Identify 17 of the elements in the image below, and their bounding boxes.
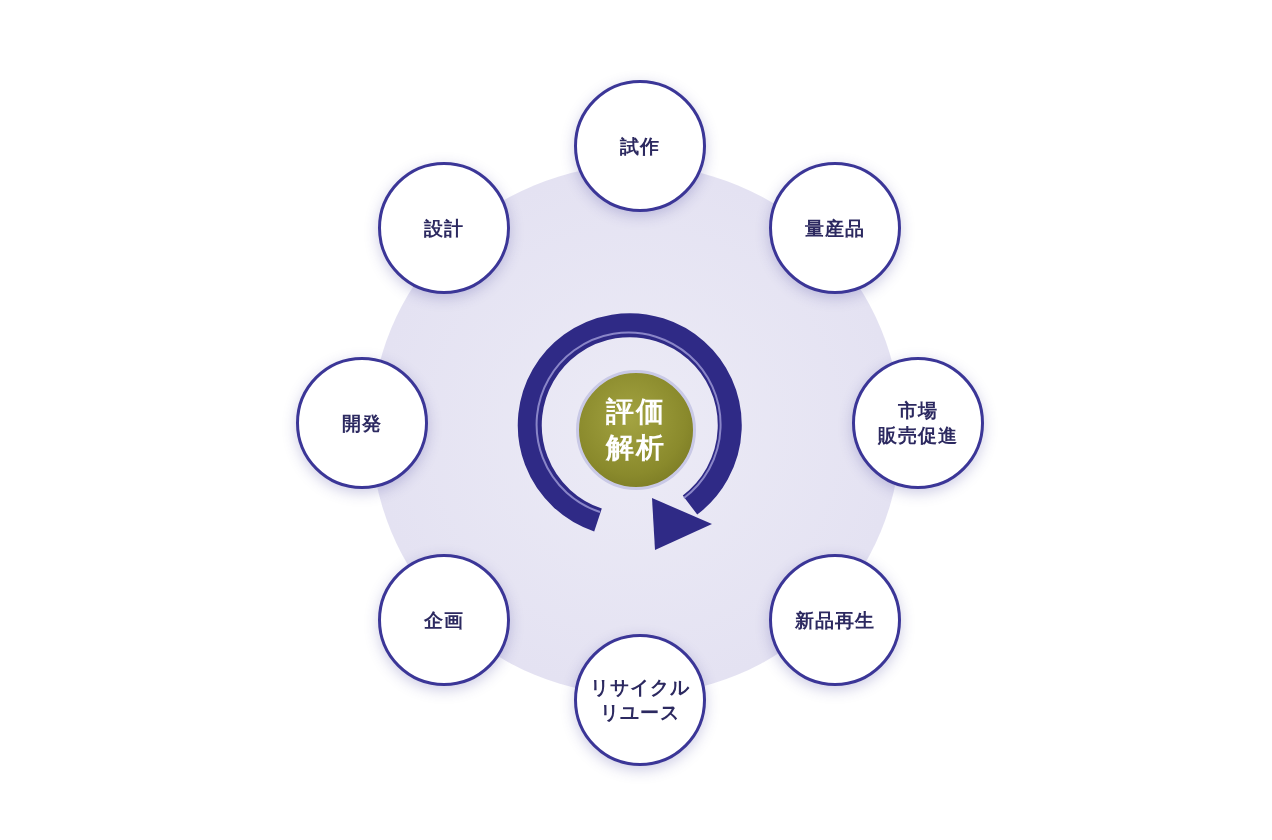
node-label: 市場販売促進 xyxy=(878,398,958,448)
node-label: 設計 xyxy=(424,215,464,241)
circle-node xyxy=(769,162,901,294)
circle-node xyxy=(378,554,510,686)
circle-node xyxy=(296,357,428,489)
circle-node xyxy=(378,162,510,294)
node-label: 開発 xyxy=(342,410,382,436)
circle-node xyxy=(574,80,706,212)
node-label: リサイクルリユース xyxy=(590,675,690,725)
node-label: 評価解析 xyxy=(606,393,666,466)
circle-node xyxy=(574,634,706,766)
node-label: 量産品 xyxy=(805,215,865,241)
node-label: 試作 xyxy=(620,133,660,159)
circle-node xyxy=(852,357,984,489)
circle-node xyxy=(769,554,901,686)
node-label: 新品再生 xyxy=(795,607,875,633)
node-label: 企画 xyxy=(424,607,464,633)
